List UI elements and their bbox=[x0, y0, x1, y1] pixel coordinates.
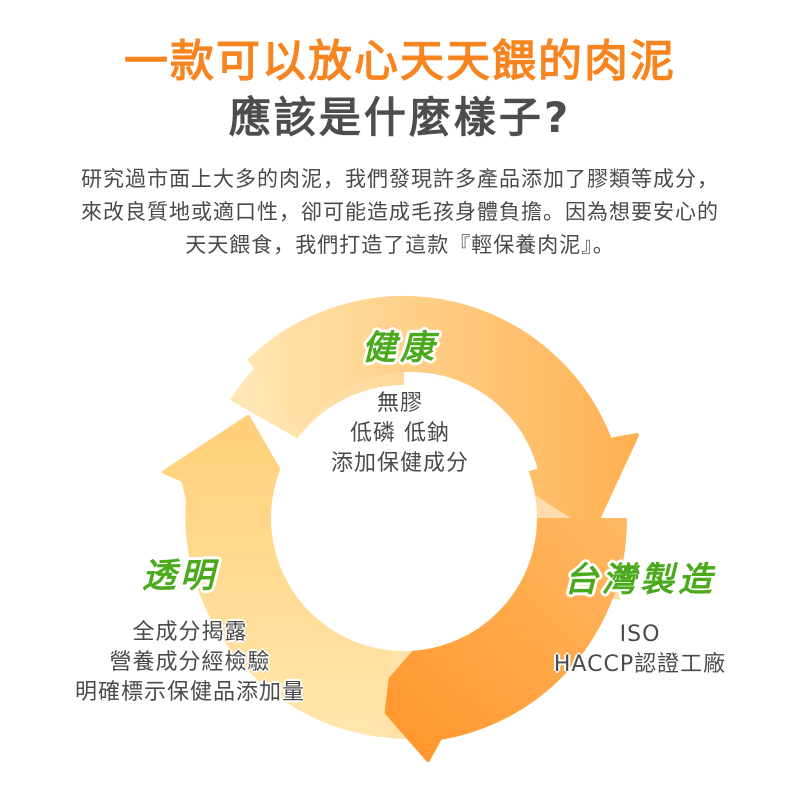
arrow-top-right bbox=[248, 295, 639, 532]
intro-line: 研究過市面上大多的肉泥，我們發現許多產品添加了膠類等成分， bbox=[81, 167, 719, 191]
headline-primary: 一款可以放心天天餵的肉泥 bbox=[124, 36, 676, 87]
node-transparent-details: 全成分揭露 營養成分經檢驗 明確標示保健品添加量 bbox=[40, 618, 340, 708]
node-transparent-heading: 透明 bbox=[142, 556, 218, 596]
detail-line: 無膠 bbox=[376, 391, 423, 416]
node-taiwan-details: ISO HACCP認證工廠 bbox=[520, 620, 760, 680]
detail-line: 營養成分經檢驗 bbox=[109, 650, 271, 675]
detail-line: ISO bbox=[619, 622, 661, 647]
node-taiwan-heading: 台灣製造 bbox=[564, 560, 716, 600]
detail-line: 全成分揭露 bbox=[132, 620, 248, 645]
intro-line: 天天餵食，我們打造了這款『輕保養肉泥』。 bbox=[185, 233, 615, 257]
intro-line: 來改良質地或適口性，卻可能造成毛孩身體負擔。因為想要安心的 bbox=[81, 200, 719, 224]
intro-paragraph: 研究過市面上大多的肉泥，我們發現許多產品添加了膠類等成分， 來改良質地或適口性，… bbox=[30, 163, 770, 262]
ring-center bbox=[271, 385, 537, 651]
detail-line: HACCP認證工廠 bbox=[553, 652, 727, 677]
detail-line: 添加保健成分 bbox=[330, 451, 469, 476]
arrow-bottom bbox=[372, 518, 627, 762]
headline-secondary: 應該是什麼樣子? bbox=[228, 93, 572, 142]
detail-line: 低磷 低鈉 bbox=[350, 421, 450, 446]
node-health-details: 無膠 低磷 低鈉 添加保健成分 bbox=[290, 389, 510, 479]
detail-line: 明確標示保健品添加量 bbox=[74, 680, 305, 705]
node-health-heading: 健康 bbox=[362, 328, 438, 368]
